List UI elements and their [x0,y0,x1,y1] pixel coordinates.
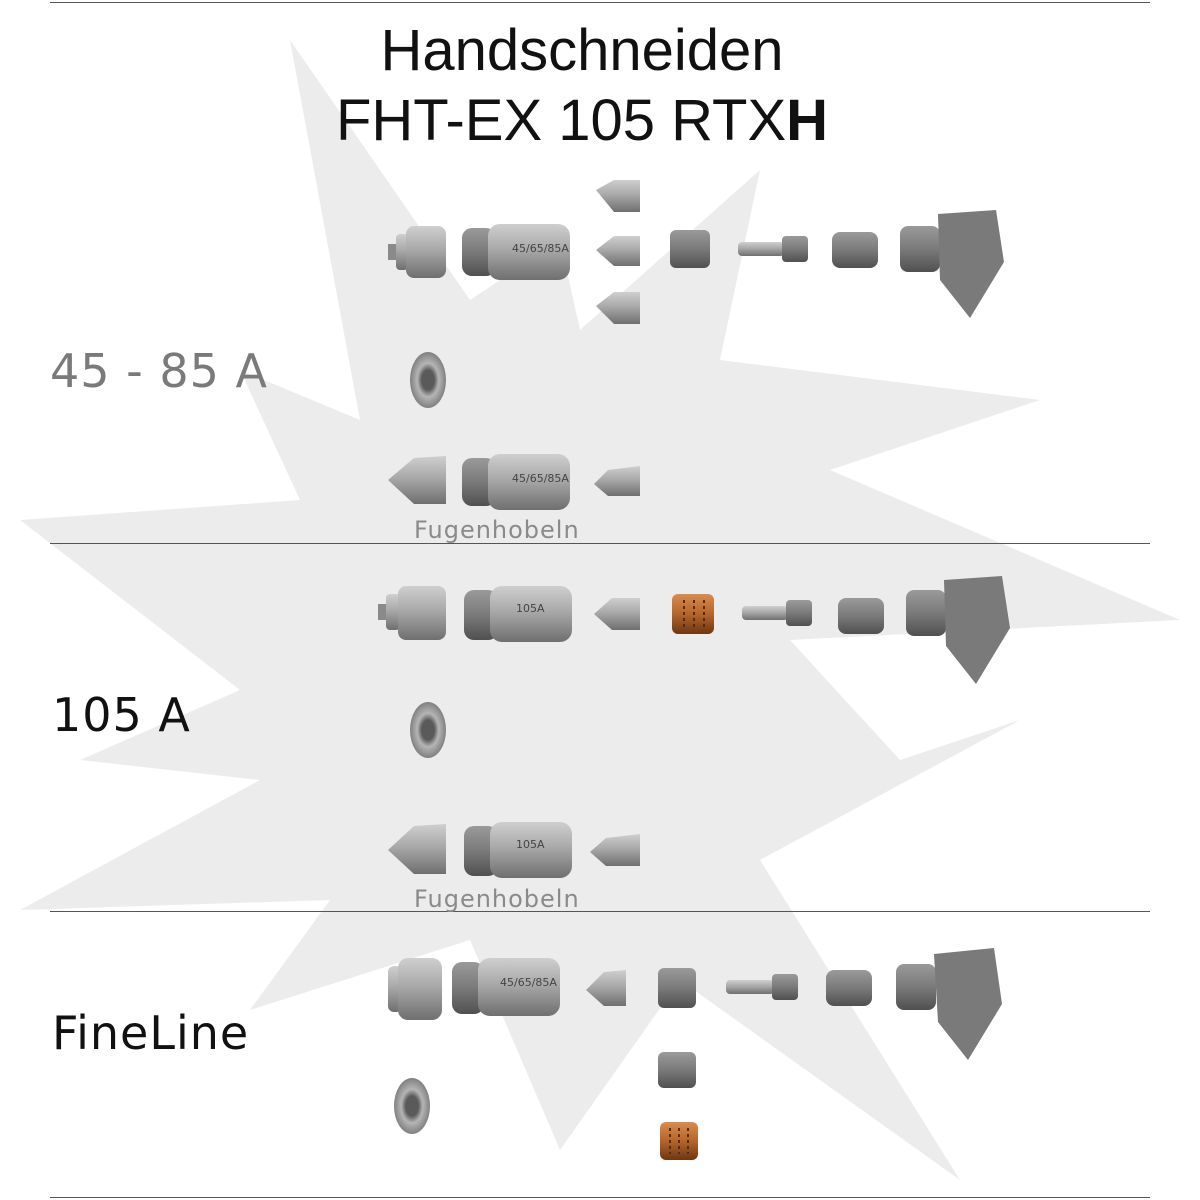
nozzle [586,970,626,1006]
insulator [826,970,872,1006]
retaining-cap-mark: 105A [516,602,545,615]
swirl-ring [658,968,696,1008]
shield-cap [388,226,446,278]
retaining-cap-mark: 45/65/85A [512,242,569,255]
shield-cap [388,958,442,1020]
retaining-cap: 105A [464,586,572,642]
gouging-retaining-cap: 105A [464,822,572,878]
gouging-nozzle [590,834,640,866]
torch-head [906,576,1010,684]
shield-cap [378,586,446,640]
nozzle [596,180,640,324]
gouging-nozzle [594,466,640,496]
torch-head [896,948,1002,1060]
section-3-parts: 45/65/85A [388,948,1002,1160]
electrode [738,236,808,262]
page-subtitle: FHT-EX 105 RTXH [0,92,1182,150]
ohmic-ring [410,702,446,758]
electrode [742,600,812,626]
subtitle-regular: FHT-EX 105 RTX [335,88,787,153]
section-sublabel-gouging-1: Fugenhobeln [414,516,580,544]
gouging-shield [388,456,446,504]
divider-top [50,2,1150,3]
retaining-cap: 45/65/85A [452,958,560,1016]
retaining-cap-mark: 45/65/85A [500,976,557,989]
torch-head [900,210,1004,318]
divider-bottom [50,1197,1150,1198]
swirl-ring-copper [672,594,714,634]
divider-2 [50,911,1150,912]
section-sublabel-gouging-2: Fugenhobeln [414,885,580,913]
section-1-parts: 45/65/85A [388,180,1004,510]
insulator [838,598,884,634]
ohmic-ring [410,352,446,408]
section-label-fineline: FineLine [52,1006,250,1060]
retaining-cap: 45/65/85A [462,224,570,280]
divider-1 [50,543,1150,544]
insulator [832,232,878,268]
gouging-retaining-cap-mark: 45/65/85A [512,472,569,485]
swirl-ring-copper [660,1122,698,1160]
swirl-ring-alt [658,1052,696,1088]
section-2-parts: 105A 105A [378,576,1010,878]
subtitle-bold: H [786,88,829,153]
gouging-shield [388,824,446,874]
swirl-ring [670,230,710,268]
page-title: Handschneiden [380,18,784,83]
electrode [726,974,798,1000]
section-label-105: 105 A [52,688,191,742]
nozzle [594,598,640,630]
section-label-45-85: 45 - 85 A [50,344,268,398]
ohmic-ring [394,1078,430,1134]
gouging-retaining-cap-mark: 105A [516,838,545,851]
gouging-retaining-cap: 45/65/85A [462,454,570,510]
